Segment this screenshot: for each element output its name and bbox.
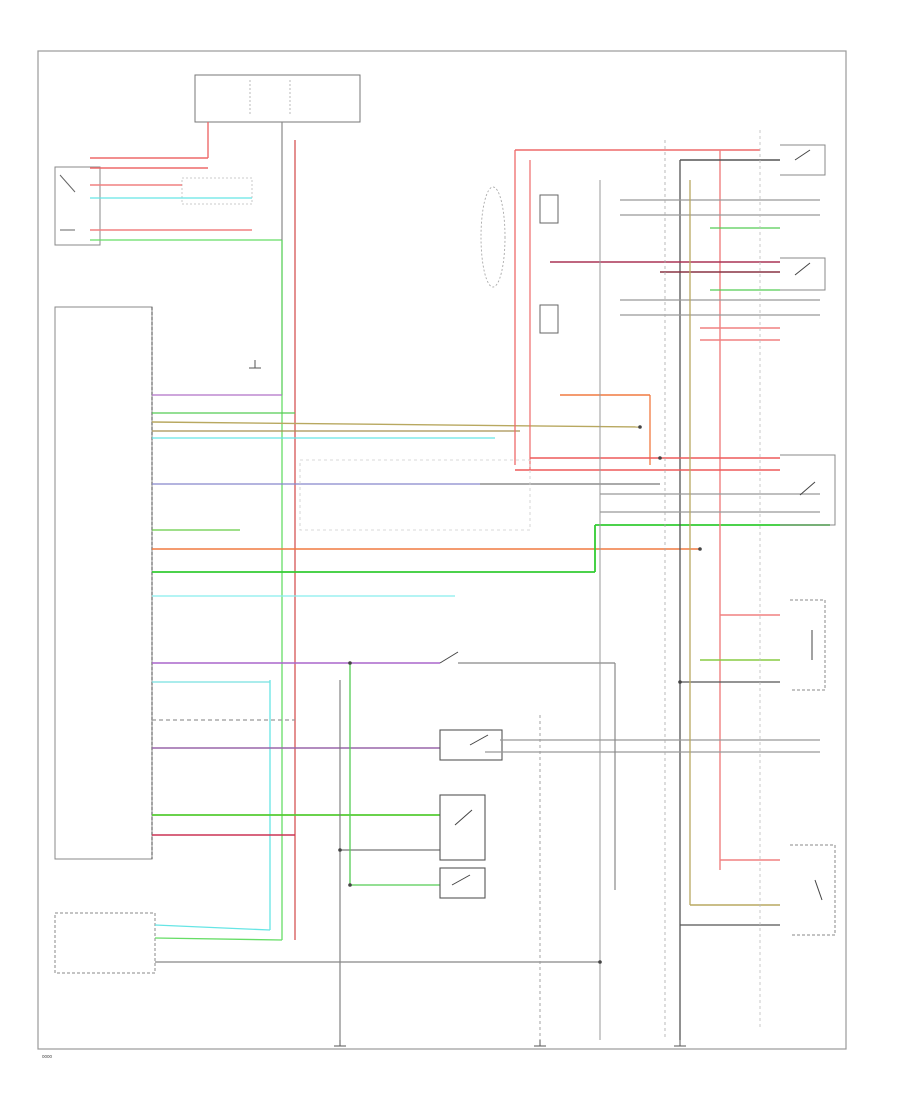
switch-open-center <box>439 651 615 664</box>
switch-right-3 <box>780 454 836 526</box>
fuse-box-top <box>194 74 361 123</box>
relay-right-2 <box>539 304 559 334</box>
ground-symbol-bottom-center <box>534 1040 546 1047</box>
main-module <box>54 306 153 860</box>
footer-mark: 0000 <box>42 1054 53 1059</box>
lower-module <box>54 912 156 974</box>
switch-right-1 <box>780 144 826 176</box>
switch-right-4 <box>790 599 826 691</box>
switch-right-2 <box>780 257 826 291</box>
switch-box-center-2 <box>439 794 486 861</box>
ground-symbol-top <box>249 360 261 369</box>
instrument-cluster-region <box>299 459 531 531</box>
ground-symbol-bottom-right <box>674 1040 686 1047</box>
switch-right-5 <box>790 844 836 936</box>
ground-symbol-bottom-left <box>334 1040 346 1047</box>
cable-bundle-oval <box>480 186 506 288</box>
switch-box-center-1 <box>439 729 503 761</box>
switch-box-center-3 <box>439 867 486 899</box>
wire-green-lower <box>154 937 283 941</box>
relay-block-left <box>54 166 253 246</box>
splice-dots <box>338 425 702 964</box>
diagram-frame <box>37 50 847 1050</box>
relay-right-1 <box>539 194 559 224</box>
wire-cyan-lower <box>154 924 271 931</box>
wire-olive-1 <box>151 421 641 428</box>
